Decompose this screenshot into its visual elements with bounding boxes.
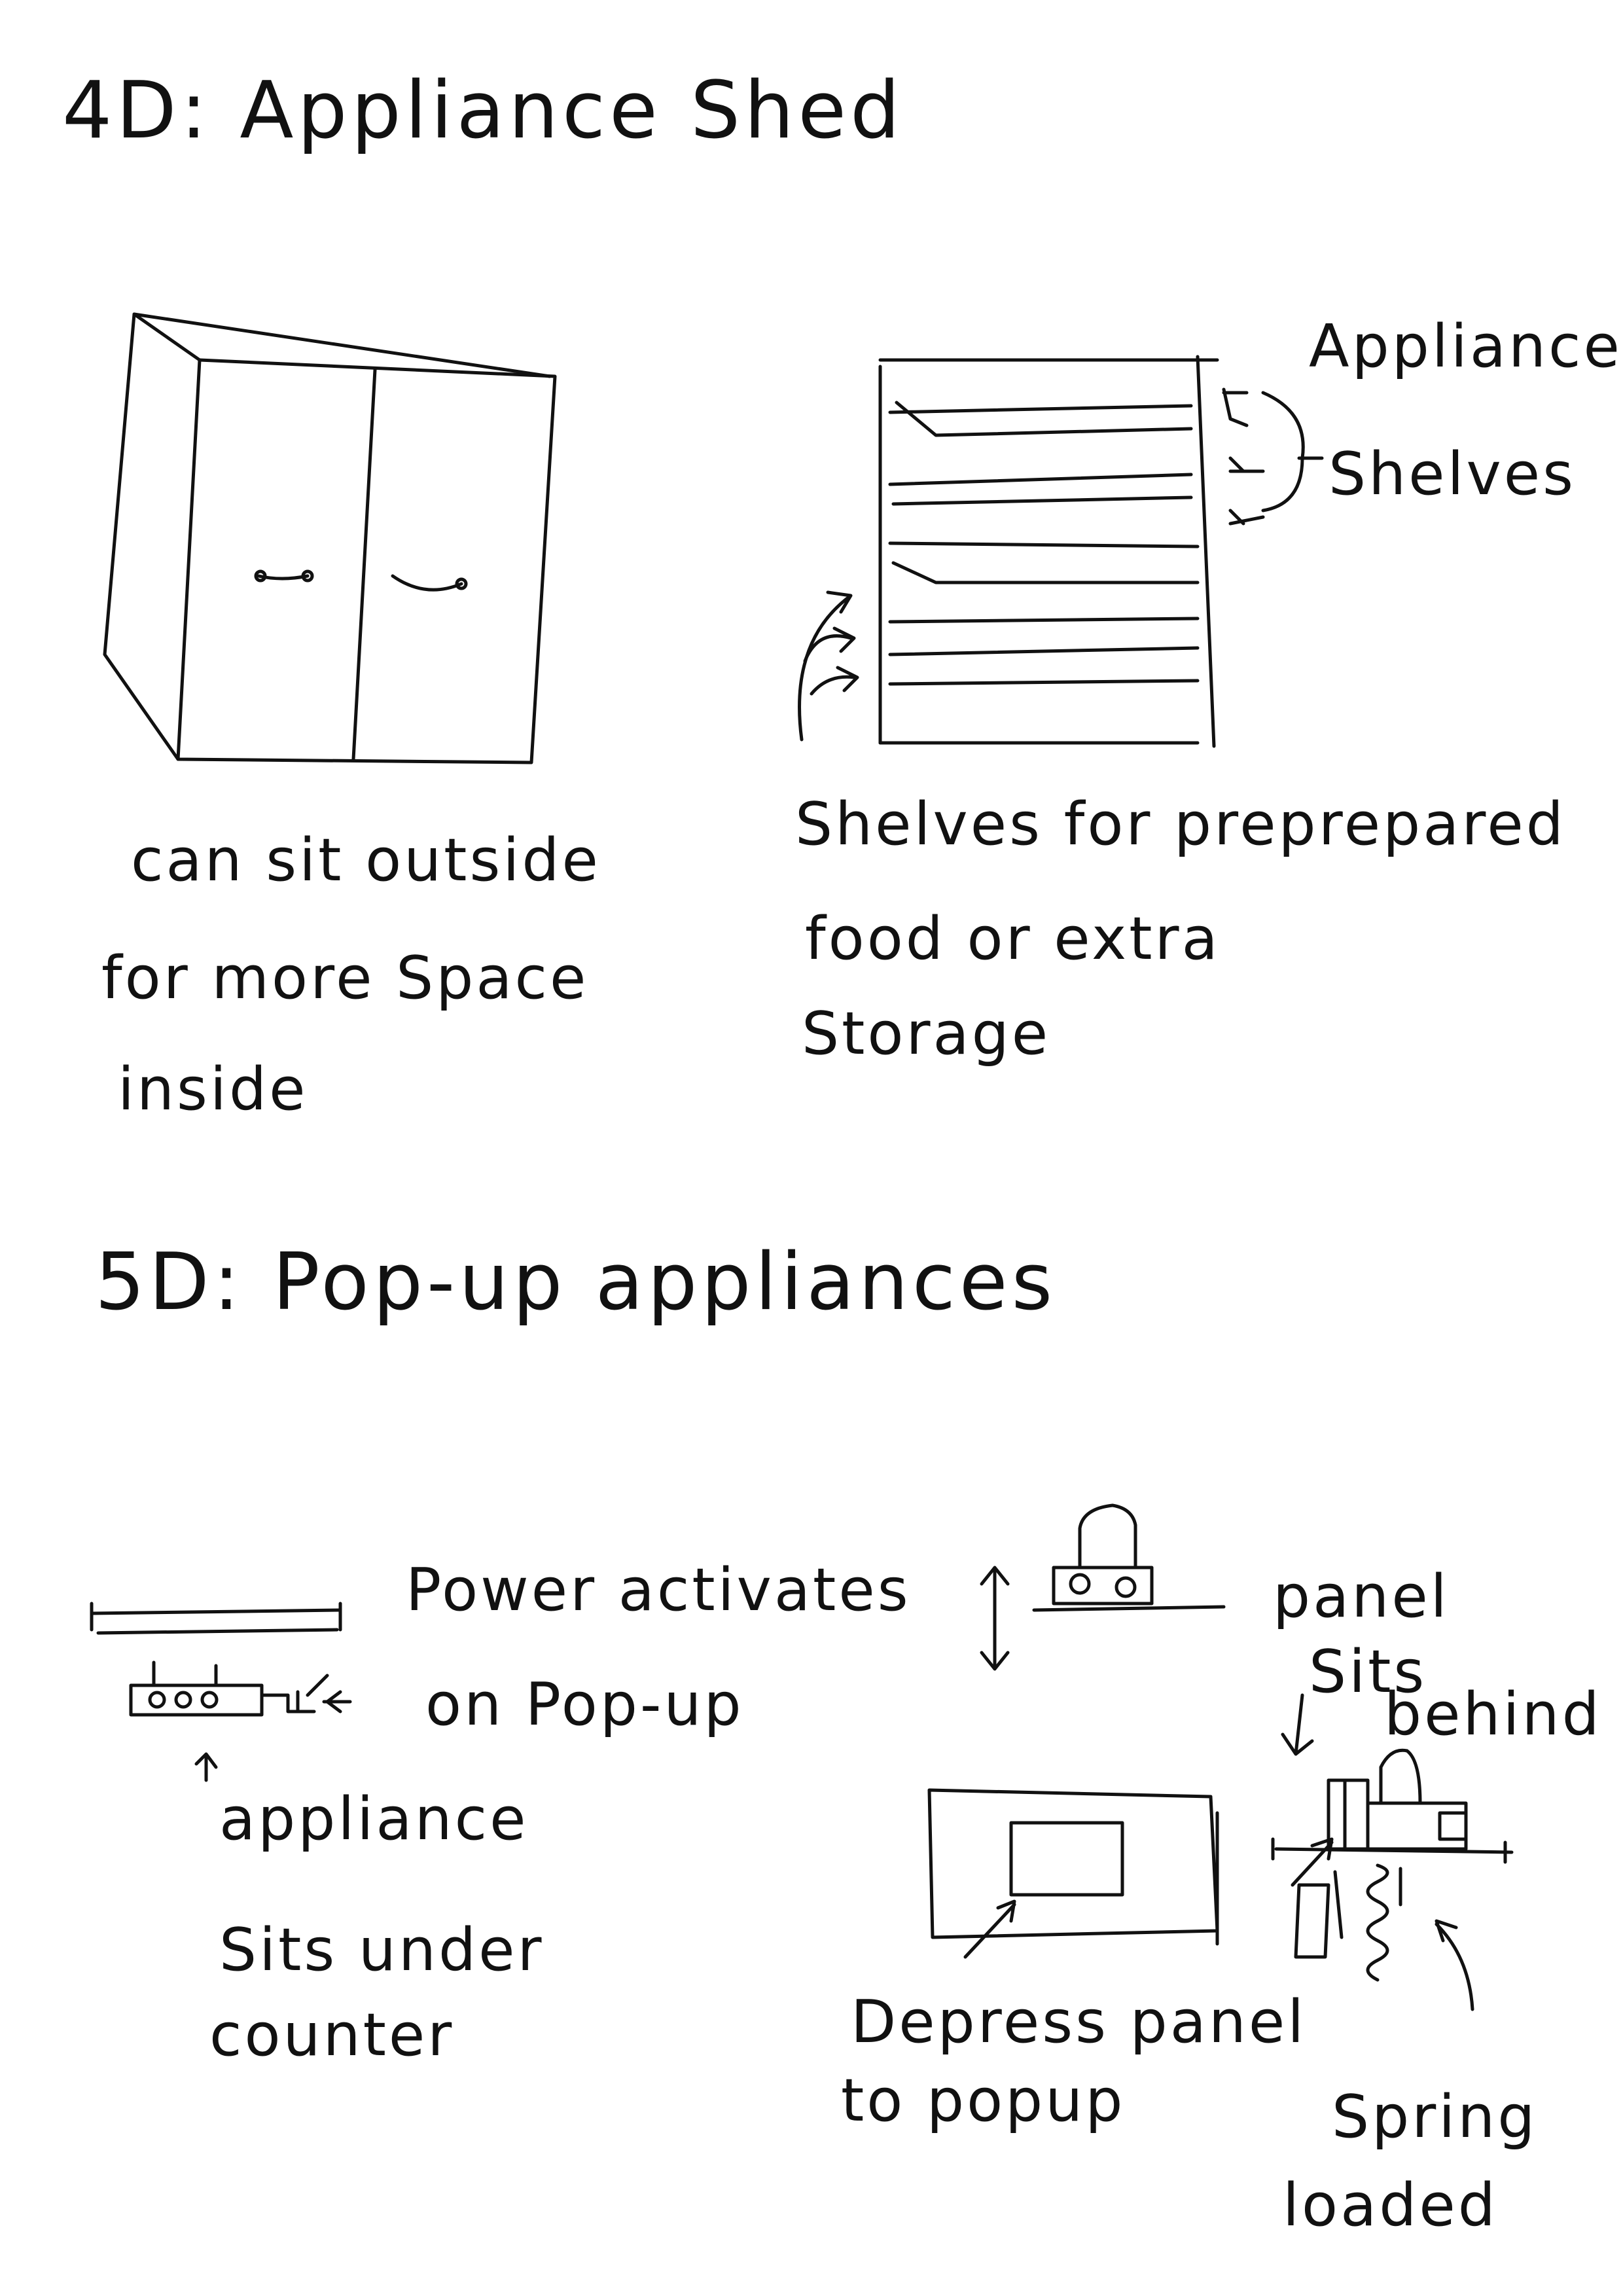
under-counter-note-line1: appliance [219,1785,529,1854]
shed-caption-line2: for more Space [101,944,589,1013]
under-counter-appliance [129,1683,264,1717]
up-arrow [194,1752,218,1782]
panel-note-line1: panel [1273,1562,1450,1631]
shed-handle-right [391,574,463,592]
spring-appliance-top [1379,1748,1422,1805]
shed-top [132,312,552,378]
depress-note-line2: to popup [841,2066,1126,2135]
shelves-caption-line3: Storage [802,999,1051,1068]
spring-coil [1366,1863,1389,1982]
shelves-caption-line1: Shelves for preprepared [795,790,1566,859]
shed-caption-line1: can sit outside [131,826,601,895]
spring-appliance-base [1366,1801,1468,1851]
depressed-panel [1294,1883,1330,1959]
shed-caption-line3: inside [118,1055,308,1124]
spring-note-line2: loaded [1283,2171,1498,2240]
shed-door-split [351,368,377,761]
shed-handle-right-knob [455,577,468,590]
panel-note-line3: behind [1384,1680,1602,1749]
power-note-line1: Power activates [406,1556,911,1624]
shelves-label-line1: Appliance [1309,312,1622,381]
power-plug [260,1674,329,1713]
shed-front [176,358,557,764]
section-4d-title: 4D: Appliance Shed [62,65,904,156]
panel-note-line2: Sits [1309,1638,1427,1706]
panel-inner [1009,1821,1124,1897]
shed-handle-left-knob [254,569,267,583]
popup-appliance-top [1078,1503,1137,1570]
under-counter-note-line2: Sits under [219,1916,544,1984]
up-down-arrow [980,1566,1010,1671]
spring-note-line1: Spring [1332,2083,1538,2151]
shelves-caption-line2: food or extra [805,905,1221,973]
section-5d-title: 5D: Pop-up appliances [95,1237,1057,1328]
depress-note-line1: Depress panel [851,1988,1307,2056]
shelves-label-line2: Shelves [1329,440,1577,509]
power-note-line2: on Pop-up [425,1670,744,1739]
shed-side [103,312,202,761]
popup-appliance-base [1052,1566,1154,1605]
under-counter-note-line3: counter [209,2001,455,2070]
